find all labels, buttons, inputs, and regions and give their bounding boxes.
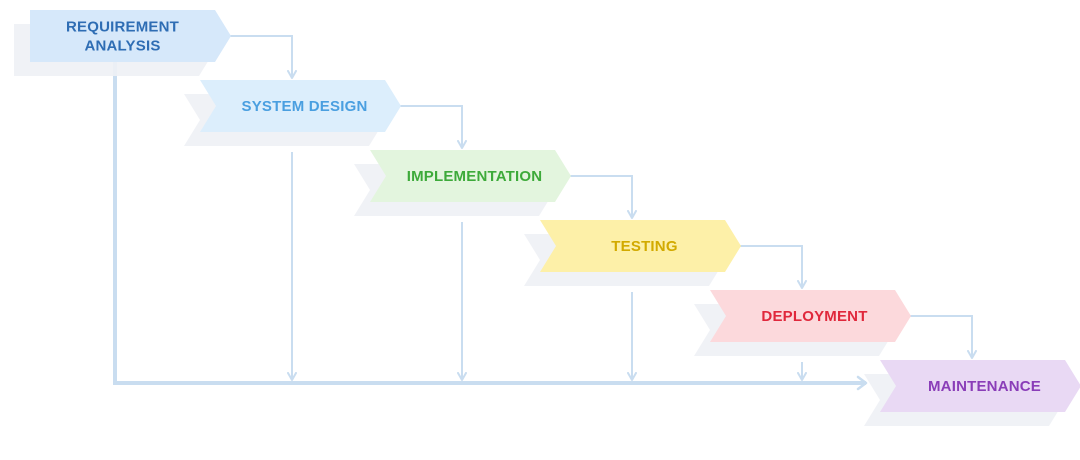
- stage-label-requirement: REQUIREMENT: [66, 19, 179, 36]
- feedback-bus-line: [113, 62, 866, 385]
- stage-chevron: [370, 150, 571, 202]
- feedback-bus-arrow: [856, 375, 868, 391]
- step-connector-requirement: [227, 35, 297, 79]
- stage-label-design: SYSTEM DESIGN: [242, 98, 368, 115]
- stage-label-maintenance: MAINTENANCE: [928, 378, 1041, 395]
- stage-testing: TESTING: [524, 220, 741, 286]
- step-connector-design: [397, 105, 467, 149]
- stage-label-testing: TESTING: [611, 238, 677, 255]
- stage-requirement: REQUIREMENT ANALYSIS: [14, 10, 231, 76]
- stage-maintenance: MAINTENANCE: [864, 360, 1080, 426]
- connector-layer: [113, 35, 977, 391]
- stage-deployment: DEPLOYMENT: [694, 290, 911, 356]
- stage-label-implementation: IMPLEMENTATION: [407, 168, 543, 185]
- stage-chevron: [880, 360, 1080, 412]
- stage-chevron: [710, 290, 911, 342]
- stage-label-deployment: DEPLOYMENT: [761, 308, 867, 325]
- step-connector-implementation: [567, 175, 637, 219]
- stage-chevron: [540, 220, 741, 272]
- stage-label-requirement: ANALYSIS: [84, 38, 160, 55]
- stage-layer: REQUIREMENT ANALYSIS SYSTEM DESIGN IMPLEMEN…: [14, 10, 1080, 426]
- stage-chevron: [30, 10, 231, 62]
- stage-design: SYSTEM DESIGN: [184, 80, 401, 146]
- stage-chevron: [200, 80, 401, 132]
- step-connector-testing: [737, 245, 807, 289]
- step-connector-deployment: [907, 315, 977, 359]
- stage-implementation: IMPLEMENTATION: [354, 150, 571, 216]
